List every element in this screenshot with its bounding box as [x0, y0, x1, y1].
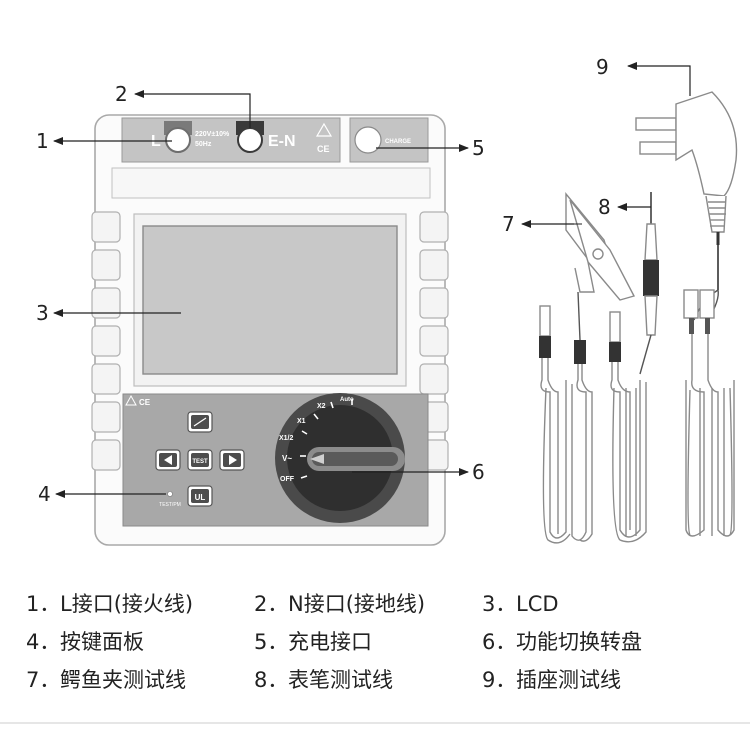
- callout-8: 8: [598, 195, 611, 219]
- legend-item-8: 8．表笔测试线: [254, 662, 393, 698]
- port-en-label: E-N: [268, 133, 296, 150]
- dial-label-x1: X1: [297, 418, 306, 425]
- dial-label-x12: X1/2: [279, 435, 294, 442]
- ce-mark: CE: [317, 144, 330, 154]
- test-led-label: TEST/PM: [159, 502, 181, 508]
- legend-num: 4．: [26, 630, 61, 654]
- dial-scale-labels: Auto X2 X1 X1/2 V~ OFF: [279, 397, 354, 483]
- legend-item-2: 2．N接口(接地线): [254, 586, 425, 622]
- legend-num: 3．: [482, 592, 517, 616]
- dial-label-auto: Auto: [340, 397, 354, 403]
- key-right[interactable]: [219, 449, 245, 471]
- callout-6: 6: [472, 460, 485, 484]
- right-grip-ribs: [419, 211, 449, 471]
- legend-num: 5．: [254, 630, 289, 654]
- legend-item-9: 9．插座测试线: [482, 662, 621, 698]
- dial-label-off: OFF: [280, 476, 295, 483]
- port-l-socket[interactable]: [165, 127, 191, 153]
- key-left[interactable]: [155, 449, 181, 471]
- key-ul[interactable]: UL: [187, 485, 213, 507]
- legend-num: 7．: [26, 668, 61, 692]
- legend-text: 按键面板: [60, 630, 144, 654]
- callout-1: 1: [36, 129, 49, 153]
- charge-socket[interactable]: [354, 126, 382, 154]
- alligator-clip-test-lead: [539, 192, 636, 544]
- legend-num: 6．: [482, 630, 517, 654]
- ce-mark: CE: [139, 398, 151, 407]
- legend-text: L接口(接火线): [60, 592, 194, 616]
- key-backlight[interactable]: [187, 411, 213, 433]
- legend-text: 表笔测试线: [288, 668, 393, 692]
- legend-item-4: 4．按键面板: [26, 624, 144, 660]
- rating-line1: 220V±10%: [195, 131, 230, 138]
- callout-3: 3: [36, 301, 49, 325]
- arrow-left-icon: [164, 455, 172, 465]
- key-test-label: TEST: [192, 459, 208, 465]
- plug-test-lead: [635, 91, 738, 537]
- port-en-socket[interactable]: [237, 127, 263, 153]
- lcd-display: [133, 213, 407, 387]
- legend-item-5: 5．充电接口: [254, 624, 372, 660]
- charge-label: CHARGE: [385, 139, 411, 145]
- control-panel: CE TEST UL TEST/PM: [122, 393, 429, 527]
- legend-text: N接口(接地线): [288, 592, 426, 616]
- dial-label-x2: X2: [317, 403, 326, 410]
- callout-9: 9: [596, 55, 609, 79]
- legend-text: 鳄鱼夹测试线: [60, 668, 186, 692]
- legend-item-6: 6．功能切换转盘: [482, 624, 642, 660]
- legend-item-1: 1．L接口(接火线): [26, 586, 193, 622]
- callout-numbers: 1 2 3 4 5 6 7 8 9: [36, 55, 611, 506]
- callout-lines: [53, 62, 691, 498]
- callout-5: 5: [472, 136, 485, 160]
- legend-num: 8．: [254, 668, 289, 692]
- legend-row-1: 1．L接口(接火线) 2．N接口(接地线) 3．LCD: [0, 586, 750, 622]
- arrow-right-icon: [229, 455, 237, 465]
- callout-4: 4: [38, 482, 51, 506]
- left-grip-ribs: [91, 211, 121, 471]
- legend-row-2: 4．按键面板 5．充电接口 6．功能切换转盘: [0, 624, 750, 660]
- legend-num: 2．: [254, 592, 289, 616]
- legend-text: 插座测试线: [516, 668, 621, 692]
- probe-test-lead: [609, 192, 659, 543]
- legend-item-7: 7．鳄鱼夹测试线: [26, 662, 186, 698]
- top-connector-panel: L 220V±10% 50Hz E-N CE: [121, 117, 341, 163]
- warning-triangle-icon: [315, 122, 333, 137]
- legend-text: 充电接口: [288, 630, 372, 654]
- rotary-switch[interactable]: [275, 393, 405, 523]
- legend-row-3: 7．鳄鱼夹测试线 8．表笔测试线 9．插座测试线: [0, 662, 750, 698]
- test-led: [167, 491, 173, 497]
- callout-7: 7: [502, 212, 515, 236]
- warning-triangle-icon: [125, 394, 137, 406]
- key-ul-label: UL: [195, 493, 206, 502]
- legend-num: 1．: [26, 592, 61, 616]
- legend-text: 功能切换转盘: [516, 630, 642, 654]
- tester-diagram: L 220V±10% 50Hz E-N CE CHARGE CE: [36, 55, 738, 546]
- dial-label-v: V~: [282, 454, 292, 463]
- legend-text: LCD: [516, 592, 559, 616]
- bottom-divider: [0, 722, 750, 724]
- dial-tick-marks: [300, 399, 353, 479]
- charge-panel: CHARGE: [349, 117, 429, 163]
- rating-line2: 50Hz: [195, 141, 212, 148]
- legend-item-3: 3．LCD: [482, 586, 559, 622]
- key-test[interactable]: TEST: [187, 449, 213, 471]
- callout-2: 2: [115, 82, 128, 106]
- legend-num: 9．: [482, 668, 517, 692]
